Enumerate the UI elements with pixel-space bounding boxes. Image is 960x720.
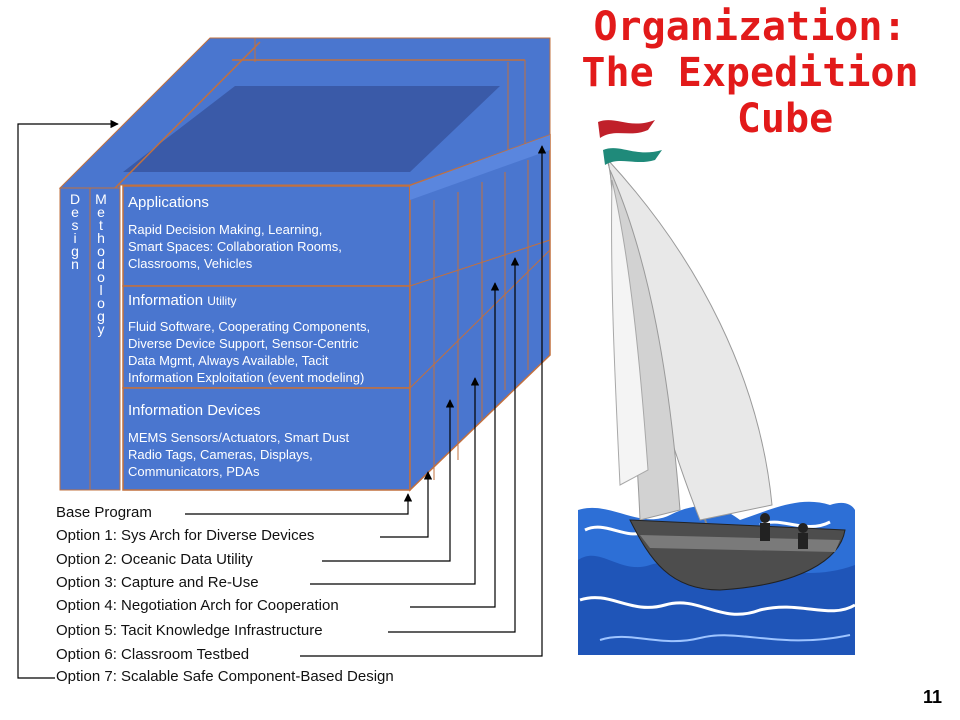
title-line-1: Organization: (593, 4, 907, 50)
option-connector-lines (17, 119, 547, 679)
layer-title-information-utility: Information Utility (128, 292, 237, 309)
cube-layer-information-utility (122, 285, 411, 389)
layer-title-information-devices: Information Devices (128, 402, 261, 419)
side-letter: l (99, 282, 103, 298)
red-flag (598, 120, 655, 138)
side-letter: g (97, 308, 105, 324)
layer-body-applications: Rapid Decision Making, Learning, Smart S… (128, 222, 342, 271)
option-1: Option 1: Sys Arch for Diverse Devices (56, 527, 317, 544)
side-letter: y (97, 321, 105, 337)
page-number: 11 (922, 687, 942, 707)
teal-flag (603, 148, 662, 165)
cube-layer-information-devices (122, 387, 411, 491)
option-6: Option 6: Classroom Testbed (56, 646, 252, 663)
title-line-3: Cube (736, 96, 834, 142)
side-letter: d (97, 256, 105, 272)
option-7: Option 7: Scalable Safe Component-Based … (56, 668, 396, 685)
option-4: Option 4: Negotiation Arch for Cooperati… (56, 597, 341, 614)
side-letter: s (71, 217, 79, 233)
slide-title: Organization: The Expedition Cube (560, 4, 940, 142)
title-line-2: The Expedition (581, 50, 919, 96)
cube-top-inner (123, 86, 500, 172)
sailboat-illustration (578, 120, 856, 655)
layer-body-information-utility: Fluid Software, Cooperating Components, … (128, 319, 371, 385)
side-letter: M (95, 191, 107, 207)
side-letter: D (69, 191, 81, 207)
side-letter: e (71, 204, 79, 220)
side-letter: i (73, 230, 77, 246)
option-5: Option 5: Tacit Knowledge Infrastructure (56, 622, 325, 639)
side-letter: o (97, 295, 105, 311)
option-base-program: Base Program (56, 504, 154, 521)
side-letter: g (71, 243, 79, 259)
option-3: Option 3: Capture and Re-Use (56, 574, 261, 591)
side-letter: t (99, 217, 103, 233)
side-letter: o (97, 243, 105, 259)
side-letter: h (97, 230, 105, 246)
side-letter: o (97, 269, 105, 285)
option-2: Option 2: Oceanic Data Utility (56, 551, 255, 568)
side-letter: e (97, 204, 105, 220)
layer-title-applications: Applications (128, 194, 209, 211)
cube-side-column-2 (89, 187, 121, 491)
side-letter: n (71, 256, 79, 272)
layer-body-information-devices: MEMS Sensors/Actuators, Smart Dust Radio… (128, 430, 350, 479)
